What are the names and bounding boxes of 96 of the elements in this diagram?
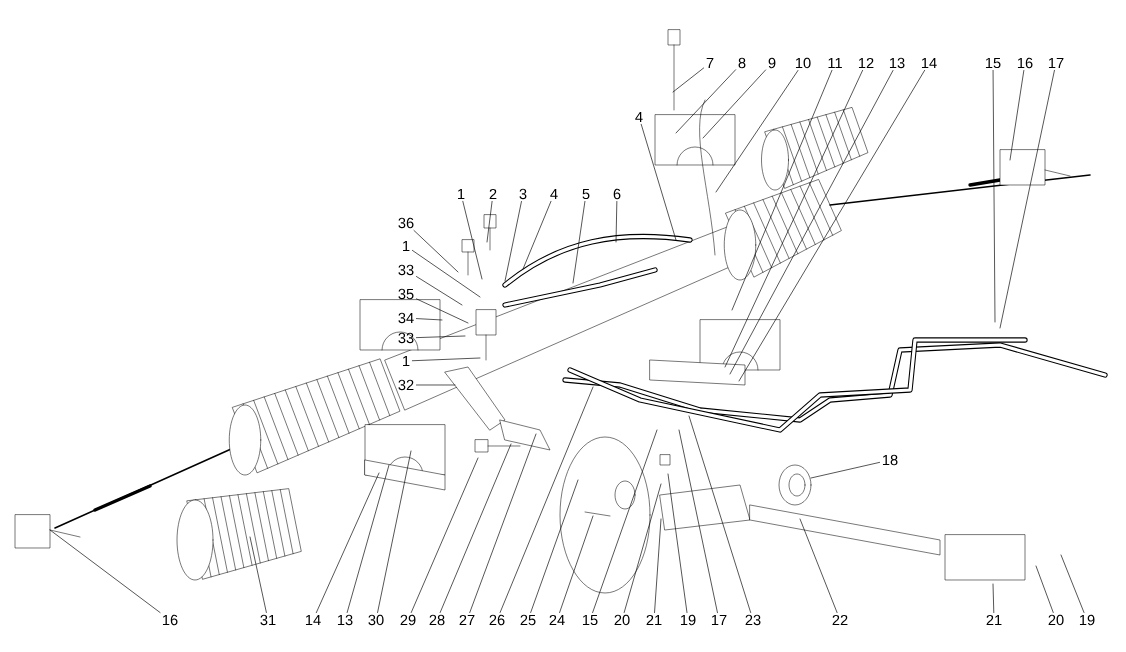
- callout-number: 21: [986, 614, 1002, 626]
- leader-line: [738, 69, 925, 382]
- callout-number: 14: [305, 614, 321, 626]
- leader-line: [249, 536, 267, 613]
- callout-number: 16: [162, 614, 178, 626]
- leader-line: [499, 386, 594, 613]
- callout-number: 6: [613, 188, 621, 200]
- callout-number: 20: [1048, 614, 1064, 626]
- leader-line: [1035, 565, 1054, 613]
- leader-line: [702, 69, 766, 139]
- leader-line: [672, 67, 704, 93]
- callout-number: 17: [1048, 57, 1064, 69]
- leader-line: [1060, 554, 1085, 613]
- leader-line: [992, 583, 995, 613]
- leader-line: [992, 70, 996, 323]
- leader-line: [315, 472, 380, 613]
- callout-number: 9: [768, 57, 776, 69]
- leader-line: [999, 69, 1055, 329]
- callout-number: 18: [882, 454, 898, 466]
- leader-line: [412, 357, 481, 362]
- leader-line: [522, 200, 552, 270]
- callout-number: 7: [706, 57, 714, 69]
- leader-line: [724, 70, 863, 368]
- leader-line: [416, 384, 456, 386]
- callout-number: 4: [550, 188, 558, 200]
- callout-number: 27: [459, 614, 475, 626]
- callout-number: 4: [635, 111, 643, 123]
- callout-number: 16: [1017, 57, 1033, 69]
- callout-number: 22: [832, 614, 848, 626]
- callout-number: 8: [738, 57, 746, 69]
- leader-line: [413, 230, 459, 273]
- leader-line: [675, 69, 736, 134]
- leader-line: [346, 464, 390, 613]
- callout-number: 13: [889, 57, 905, 69]
- callout-number: 1: [403, 355, 410, 367]
- leader-line: [667, 473, 688, 613]
- callout-number: 33: [398, 332, 414, 344]
- leader-line: [416, 276, 463, 306]
- leader-line: [559, 515, 594, 613]
- callout-number: 1: [403, 240, 410, 252]
- leader-line: [1009, 70, 1025, 161]
- callout-number: 24: [549, 614, 565, 626]
- callout-number: 33: [398, 264, 414, 276]
- callout-number: 13: [337, 614, 353, 626]
- leader-line: [416, 298, 469, 324]
- callout-number: 2: [489, 188, 497, 200]
- callout-number: 31: [260, 614, 276, 626]
- callout-number: 15: [985, 57, 1001, 69]
- callout-number: 19: [680, 614, 696, 626]
- leader-line: [799, 518, 838, 613]
- leader-line: [592, 429, 658, 613]
- leader-line: [49, 529, 161, 613]
- leader-line: [486, 201, 493, 243]
- callout-number: 3: [519, 188, 527, 200]
- leader-line: [530, 479, 579, 613]
- leader-line: [640, 123, 677, 241]
- leader-line: [416, 335, 466, 338]
- leader-line: [654, 518, 662, 613]
- callout-number: 25: [520, 614, 536, 626]
- leader-line: [416, 318, 443, 321]
- callout-number: 17: [711, 614, 727, 626]
- leader-line: [439, 443, 512, 613]
- leader-line: [615, 201, 618, 243]
- leader-line: [810, 462, 880, 479]
- callout-number: 12: [858, 57, 874, 69]
- leader-line: [678, 429, 718, 613]
- leader-line: [377, 450, 412, 613]
- leader-line: [623, 483, 662, 613]
- leader-line: [469, 433, 537, 613]
- callout-number: 26: [489, 614, 505, 626]
- leader-line: [729, 70, 894, 375]
- leader-line: [462, 200, 483, 280]
- leader-line: [731, 69, 833, 311]
- callout-number: 28: [429, 614, 445, 626]
- callout-number: 35: [398, 288, 414, 300]
- leader-line: [572, 201, 586, 284]
- callout-number: 5: [582, 188, 590, 200]
- leader-line: [410, 457, 479, 613]
- callout-number: 1: [458, 188, 465, 200]
- leader-line: [715, 70, 799, 193]
- callout-number: 29: [400, 614, 416, 626]
- callout-number: 30: [368, 614, 384, 626]
- callout-number: 36: [398, 217, 414, 229]
- callout-number: 32: [398, 379, 414, 391]
- callout-number: 19: [1079, 614, 1095, 626]
- leader-line: [688, 415, 751, 613]
- callout-number: 34: [398, 312, 414, 324]
- callout-number: 10: [795, 57, 811, 69]
- callout-number: 23: [745, 614, 761, 626]
- callout-number: 21: [646, 614, 662, 626]
- callout-number: 15: [582, 614, 598, 626]
- leader-line: [412, 250, 481, 298]
- callout-number: 14: [921, 57, 937, 69]
- leader-line: [504, 201, 522, 282]
- callout-number: 20: [614, 614, 630, 626]
- callout-number: 11: [828, 57, 842, 69]
